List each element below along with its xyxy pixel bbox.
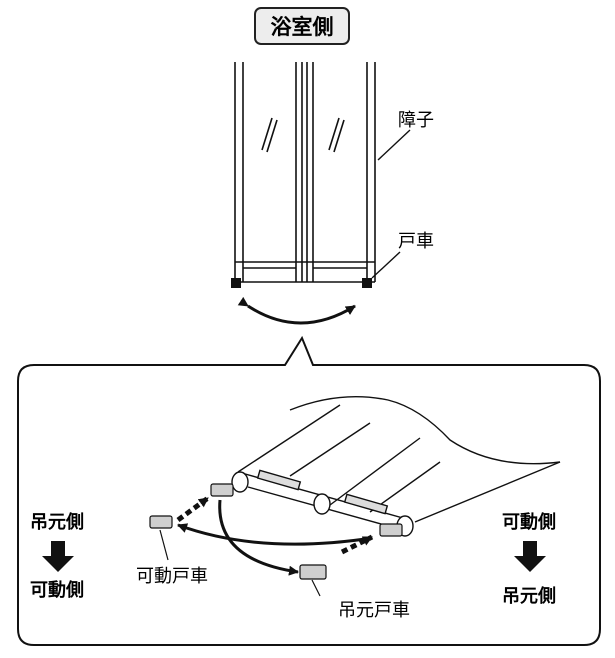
rail-assembly — [231, 395, 561, 537]
arrow-right-up — [340, 534, 374, 555]
togurma-label: 戸車 — [398, 231, 434, 252]
right-down-arrow-icon — [514, 541, 546, 572]
shoji-leader — [377, 129, 411, 161]
left-down-arrow-icon — [42, 541, 74, 572]
arc-down — [218, 499, 299, 576]
right-to-label: 吊元側 — [502, 585, 556, 607]
left-from-label: 吊元側 — [30, 511, 84, 533]
movable-leader — [159, 529, 169, 561]
togurma-leader — [371, 251, 401, 279]
swap-arc-top — [237, 296, 356, 325]
movable-roller-label: 可動戸車 — [136, 566, 208, 587]
arc-across — [177, 523, 373, 546]
roller-right-marker — [362, 278, 372, 288]
left-to-label: 可動側 — [30, 579, 84, 601]
right-from-label: 可動側 — [502, 511, 556, 533]
hanging-roller-label: 吊元戸車 — [338, 600, 410, 621]
shoji-doors — [234, 62, 376, 283]
shoji-label: 障子 — [398, 110, 434, 131]
arrow-left-up — [176, 495, 210, 523]
title-box: 浴室側 — [254, 7, 350, 45]
hanging-leader — [311, 579, 321, 597]
roller-left-marker — [231, 278, 241, 288]
roller-parts — [149, 483, 403, 580]
page-title: 浴室側 — [271, 15, 334, 39]
